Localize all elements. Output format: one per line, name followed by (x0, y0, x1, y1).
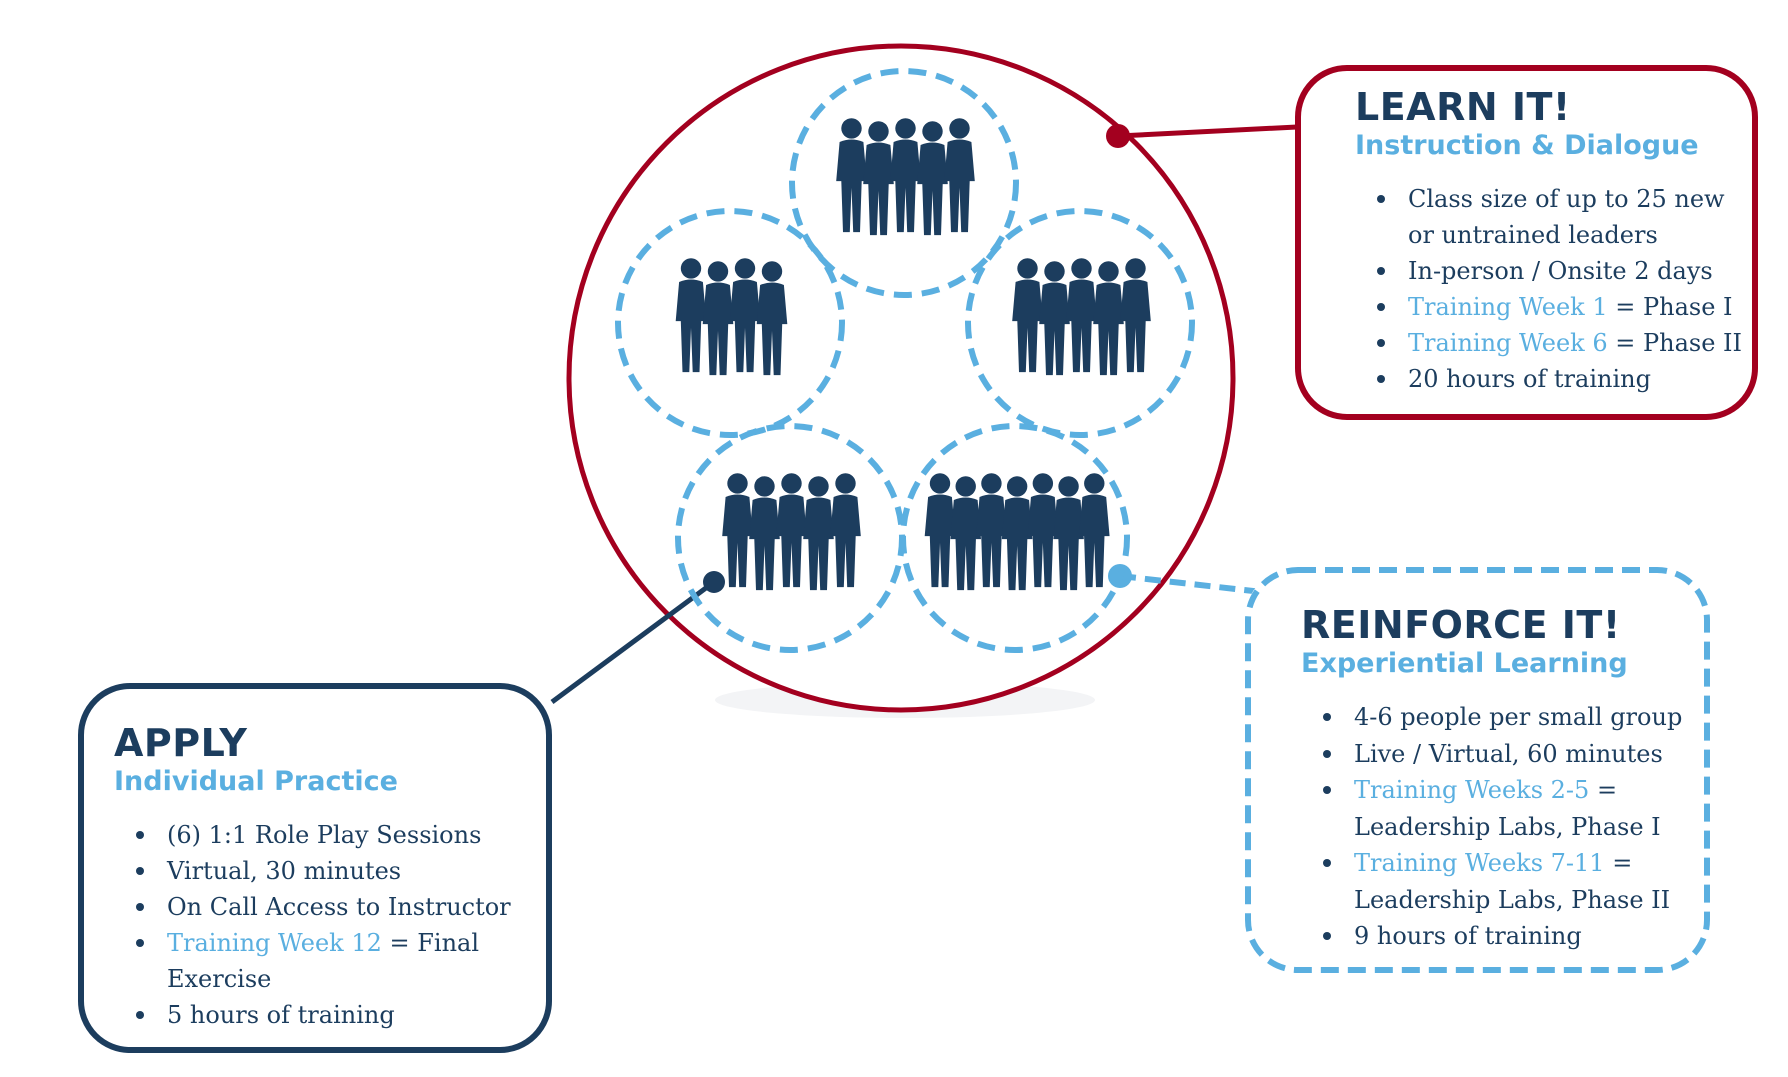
training-week-highlight: Training Week 12 (167, 929, 382, 957)
group-top (789, 68, 1019, 298)
bullet-icon (1323, 932, 1331, 940)
group-dashed-circle (615, 208, 845, 438)
reinforce-it-title: REINFORCE IT! (1301, 603, 1621, 647)
bullet-icon (136, 867, 144, 875)
list-item-text: Live / Virtual, 60 minutes (1354, 739, 1663, 768)
apply-card: APPLY Individual Practice (6) 1:1 Role P… (78, 683, 552, 1053)
list-item-text: 4-6 people per small group (1354, 703, 1683, 731)
bullet-icon (136, 903, 144, 911)
apply-connector-line (550, 579, 716, 705)
training-week-highlight: Training Week 1 (1408, 293, 1608, 321)
apply-connector-dot (703, 571, 725, 593)
list-item-text: On Call Access to Instructor (167, 893, 511, 921)
bullet-icon (1323, 713, 1331, 721)
group-right (965, 208, 1195, 438)
list-item-text: In-person / Onsite 2 days (1408, 257, 1713, 285)
bullet-icon (1377, 303, 1385, 311)
bullet-icon (1377, 267, 1385, 275)
reinforce-it-dashed-border (1245, 567, 1710, 973)
list-item: 9 hours of training (1321, 918, 1710, 955)
list-item-text: 20 hours of training (1408, 365, 1651, 393)
group-left (615, 208, 845, 438)
bullet-icon (136, 1011, 144, 1019)
bullet-icon (1377, 195, 1385, 203)
list-item: In-person / Onsite 2 days (1375, 253, 1752, 289)
list-item: Training Weeks 7-11 = Leadership Labs, P… (1321, 845, 1710, 918)
list-item-text: = Phase I (1607, 293, 1733, 321)
group-circles (615, 68, 1195, 653)
training-week-highlight: Training Weeks 7-11 (1354, 849, 1605, 877)
list-item-text: (6) 1:1 Role Play Sessions (167, 821, 482, 849)
training-week-highlight: Training Week 6 (1408, 329, 1608, 357)
learn-it-subtitle: Instruction & Dialogue (1355, 130, 1699, 161)
list-item-text: = Phase II (1607, 329, 1742, 357)
list-item: Training Week 1 = Phase I (1375, 289, 1752, 325)
list-item-text: = Final Exercise (167, 929, 480, 993)
apply-content: APPLY Individual Practice (6) 1:1 Role P… (114, 721, 546, 1033)
list-item: Training Week 6 = Phase II (1375, 325, 1752, 361)
bullet-icon (136, 831, 144, 839)
list-item: 4-6 people per small group (1321, 699, 1710, 736)
learn-connector-line (1117, 124, 1298, 139)
bullet-icon (1323, 786, 1331, 794)
list-item: Class size of up to 25 new or untrained … (1375, 181, 1752, 253)
list-item: 20 hours of training (1375, 361, 1752, 397)
learn-it-card: LEARN IT! Instruction & Dialogue Class s… (1295, 65, 1758, 420)
list-item: Training Weeks 2-5 = Leadership Labs, Ph… (1321, 772, 1710, 845)
reinforce-it-subtitle: Experiential Learning (1301, 648, 1628, 679)
group-bottom-right (900, 423, 1130, 653)
learn-it-list: Class size of up to 25 new or untrained … (1355, 181, 1752, 397)
list-item-text: 9 hours of training (1354, 922, 1582, 950)
list-item: Training Week 12 = Final Exercise (134, 925, 546, 997)
list-item-text: = Leadership Labs, Phase I (1354, 776, 1661, 841)
learn-connector-dot (1106, 124, 1130, 148)
list-item-text: Class size of up to 25 new or untrained … (1408, 185, 1725, 249)
list-item-text: 5 hours of training (167, 1001, 395, 1029)
list-item-text: = Leadership Labs, Phase II (1354, 849, 1671, 914)
bullet-icon (1377, 375, 1385, 383)
group-dashed-circle (789, 68, 1019, 298)
list-item: Virtual, 30 minutes (134, 853, 546, 889)
bullet-icon (1377, 339, 1385, 347)
group-dashed-circle (900, 423, 1130, 653)
list-item: Live / Virtual, 60 minutes (1321, 736, 1710, 773)
group-dashed-circle (965, 208, 1195, 438)
list-item: (6) 1:1 Role Play Sessions (134, 817, 546, 853)
training-week-highlight: Training Weeks 2-5 (1354, 776, 1590, 804)
learn-it-content: LEARN IT! Instruction & Dialogue Class s… (1355, 85, 1752, 397)
apply-subtitle: Individual Practice (114, 766, 398, 797)
learn-it-title: LEARN IT! (1355, 85, 1571, 129)
apply-title: APPLY (114, 721, 248, 765)
list-item: 5 hours of training (134, 997, 546, 1033)
reinforce-it-content: REINFORCE IT! Experiential Learning 4-6 … (1301, 603, 1710, 955)
list-item: On Call Access to Instructor (134, 889, 546, 925)
bullet-icon (1323, 859, 1331, 867)
bullet-icon (1323, 749, 1331, 758)
reinforce-it-card: REINFORCE IT! Experiential Learning 4-6 … (1245, 567, 1710, 973)
bullet-icon (136, 939, 144, 947)
list-item-text: Virtual, 30 minutes (167, 857, 402, 885)
